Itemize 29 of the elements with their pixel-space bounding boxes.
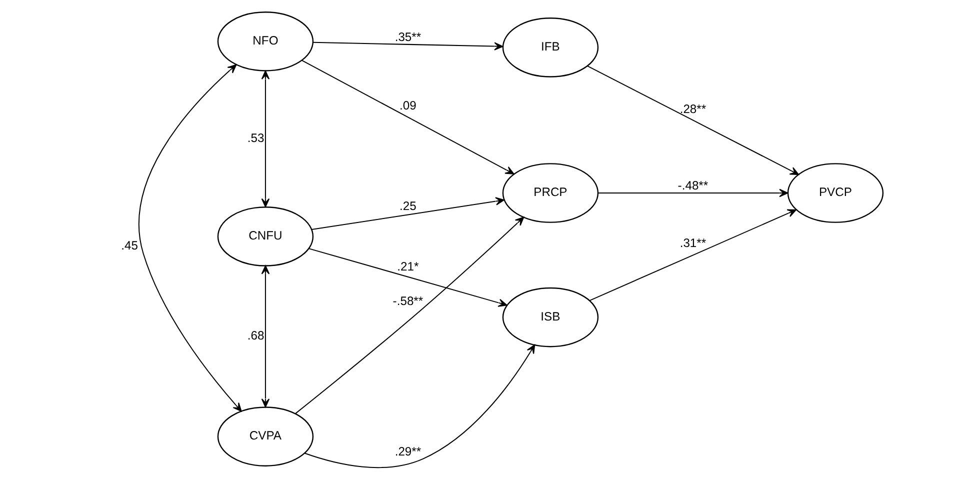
node-ellipse: NFO [216, 11, 314, 72]
edge-label: .09 [399, 98, 416, 113]
node-ellipse: IFB [502, 18, 598, 78]
edge-label: .31** [679, 236, 706, 250]
arrow [294, 216, 524, 414]
edge-label: .28** [679, 102, 706, 116]
node-ellipse: CVPA [216, 406, 314, 466]
edge-label: .35** [394, 30, 421, 44]
edge-label: .21* [396, 259, 418, 274]
arrow [301, 60, 514, 174]
arrow [304, 344, 535, 468]
edge-label: .45 [120, 238, 138, 253]
arrow [308, 248, 507, 307]
arrow [598, 188, 788, 198]
edge-label: .29** [394, 444, 421, 458]
edge-label: .25 [399, 198, 416, 213]
arrow [312, 42, 503, 50]
arrow [586, 66, 799, 176]
edge-label: .53 [246, 131, 264, 146]
arrow [588, 209, 796, 301]
edge-label: -.58** [392, 294, 423, 308]
node-ellipse: CNFU [216, 206, 314, 266]
edge-label: .68 [246, 328, 264, 343]
arrow [260, 265, 270, 408]
edge-label: -.48** [677, 178, 708, 193]
arrow [260, 70, 270, 208]
arrow [311, 197, 504, 230]
node-ellipse: ISB [502, 287, 598, 348]
arrow [138, 64, 242, 412]
